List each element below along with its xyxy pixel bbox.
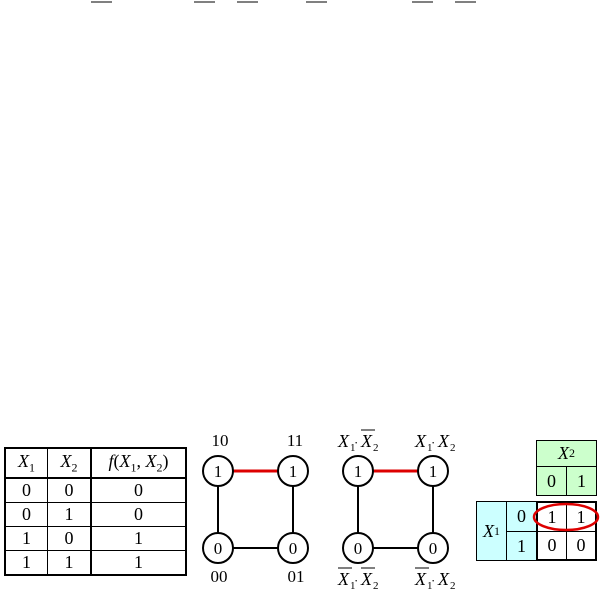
node: 0 [417, 532, 449, 564]
node-value: 0 [214, 539, 223, 558]
node: 1 [342, 455, 374, 487]
vertex-label: 10 [212, 431, 229, 450]
kmap-col-header: 0 [536, 466, 567, 496]
svg-text:2: 2 [450, 580, 456, 592]
kmap-cell: 0 [536, 531, 567, 561]
svg-text:·: · [354, 435, 358, 450]
node-value: 1 [289, 462, 298, 481]
node-value: 1 [214, 462, 223, 481]
table-cell: 1 [4, 550, 48, 576]
table-cell: 0 [47, 526, 92, 551]
svg-text:·: · [354, 573, 358, 588]
truth-table: X1 X2 f(X1, X2) 0 0 0 0 1 0 1 0 1 1 1 1 [4, 447, 187, 576]
kmap-row-header: 1 [506, 531, 537, 561]
svg-text:X: X [360, 569, 373, 589]
vertex-label: 00 [211, 567, 228, 586]
truth-table-header: X1 X2 f(X1, X2) [4, 447, 187, 479]
vertex-label: 11 [287, 431, 303, 450]
table-row: 1 0 1 [4, 526, 187, 551]
svg-text:X: X [437, 569, 450, 589]
svg-text:1: 1 [427, 442, 433, 454]
kmap-cell: 1 [536, 501, 567, 532]
svg-text:X: X [337, 569, 350, 589]
node: 1 [417, 455, 449, 487]
table-cell: 1 [47, 550, 92, 576]
table-row: 1 1 1 [4, 550, 187, 576]
table-cell: 1 [90, 550, 187, 576]
vertex-label: 01 [288, 567, 305, 586]
table-cell: 1 [90, 526, 187, 551]
node-value: 0 [354, 539, 363, 558]
node-value: 0 [429, 539, 438, 558]
svg-text:·: · [431, 435, 435, 450]
table-cell: 1 [47, 502, 92, 527]
kmap-grouping-ellipse [532, 502, 600, 532]
header-x2: X2 [47, 447, 92, 479]
svg-text:X: X [437, 431, 450, 451]
svg-text:2: 2 [373, 580, 379, 592]
svg-text:1: 1 [350, 580, 356, 592]
svg-text:X: X [414, 569, 427, 589]
kmap-col-header: 1 [566, 466, 597, 496]
node-value: 1 [354, 462, 363, 481]
cube-binary: 1 1 0 0 10 11 00 01 [202, 431, 309, 586]
top-overline-fragments [91, 1, 476, 3]
node: 0 [342, 532, 374, 564]
node: 0 [277, 532, 309, 564]
svg-text:X: X [337, 431, 350, 451]
svg-text:1: 1 [350, 442, 356, 454]
svg-text:2: 2 [450, 442, 456, 454]
svg-text:X: X [360, 431, 373, 451]
node: 1 [277, 455, 309, 487]
node: 1 [202, 455, 234, 487]
header-f: f(X1, X2) [90, 447, 187, 479]
table-cell: 0 [4, 477, 48, 503]
node: 0 [202, 532, 234, 564]
svg-text:1: 1 [427, 580, 433, 592]
svg-text:2: 2 [373, 442, 379, 454]
svg-text:X: X [414, 431, 427, 451]
kmap-cell: 0 [566, 531, 597, 561]
cube-diagrams: 1 1 0 0 10 11 00 01 1 1 [202, 429, 456, 592]
table-cell: 1 [4, 526, 48, 551]
table-row: 0 0 0 [4, 477, 187, 503]
table-cell: 0 [47, 477, 92, 503]
node-value: 1 [429, 462, 438, 481]
header-x1: X1 [4, 447, 48, 479]
svg-text:·: · [431, 573, 435, 588]
table-cell: 0 [90, 477, 187, 503]
node-value: 0 [289, 539, 298, 558]
table-row: 0 1 0 [4, 502, 187, 527]
table-cell: 0 [90, 502, 187, 527]
